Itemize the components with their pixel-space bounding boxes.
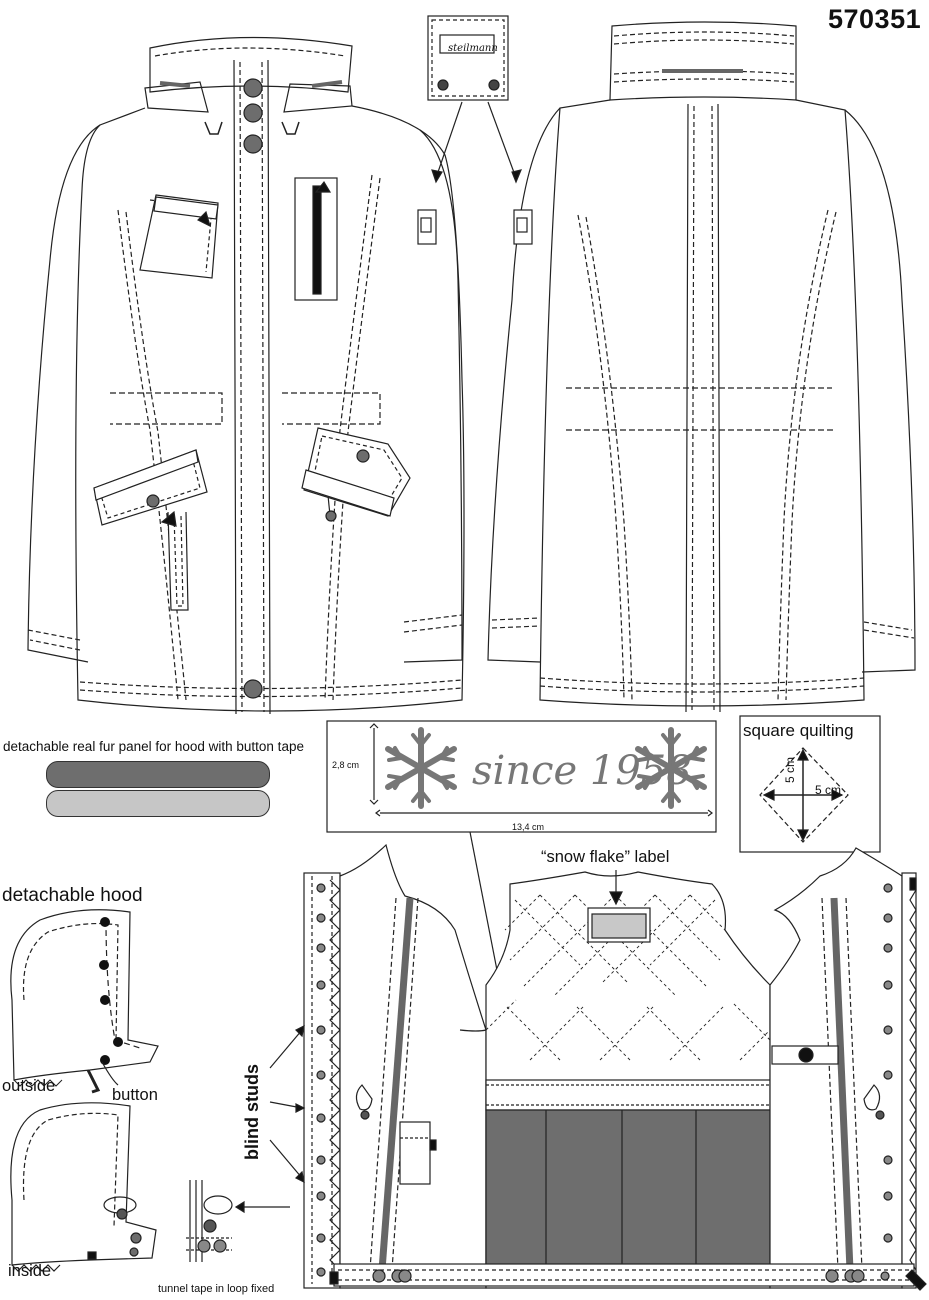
tunnel-tape-detail <box>186 1180 290 1262</box>
fur-panel-caption: detachable real fur panel for hood with … <box>3 739 304 754</box>
hood-outside-label: outside <box>2 1077 56 1095</box>
hood-button-label: button <box>112 1086 158 1104</box>
back-body-outline <box>539 99 865 707</box>
quilting-title: square quilting <box>743 721 854 740</box>
front-view <box>27 36 465 715</box>
grey-lining-panel <box>485 1109 771 1266</box>
front-body-outline <box>75 105 465 712</box>
quilting-box <box>739 715 881 853</box>
back-view <box>487 21 916 713</box>
fur-panel-dark <box>46 761 270 788</box>
front-collar <box>149 36 353 93</box>
tunnel-tape-caption: tunnel tape in loop fixed <box>158 1283 275 1295</box>
blind-studs-label: blind studs <box>242 1064 262 1160</box>
hood-inside-drawing <box>10 1102 157 1272</box>
hood-title: detachable hood <box>2 885 143 906</box>
logo-height-dimension: 2,8 cm <box>332 760 360 770</box>
brand-label-text: steilmann <box>448 43 498 54</box>
snowflake-label-caption: “snow flake” label <box>541 848 670 866</box>
logo-since-text: since 1958 <box>472 748 692 794</box>
hood-inside-label: inside <box>8 1262 52 1280</box>
hood-outside-drawing <box>10 909 159 1094</box>
brand-label-tag <box>427 15 522 184</box>
logo-artwork-box <box>326 720 717 1092</box>
snowflake-left-icon <box>385 727 457 809</box>
fur-panel-light <box>46 790 270 817</box>
style-number: 570351 <box>828 4 922 34</box>
quilting-dim-horizontal: 5 cm <box>815 783 842 797</box>
logo-width-dimension: 13,4 cm <box>512 822 545 832</box>
front-placket <box>233 59 271 715</box>
quilting-dim-vertical: 5 cm <box>783 756 797 783</box>
snowflake-right-icon <box>635 727 707 809</box>
interior-view <box>269 843 927 1291</box>
